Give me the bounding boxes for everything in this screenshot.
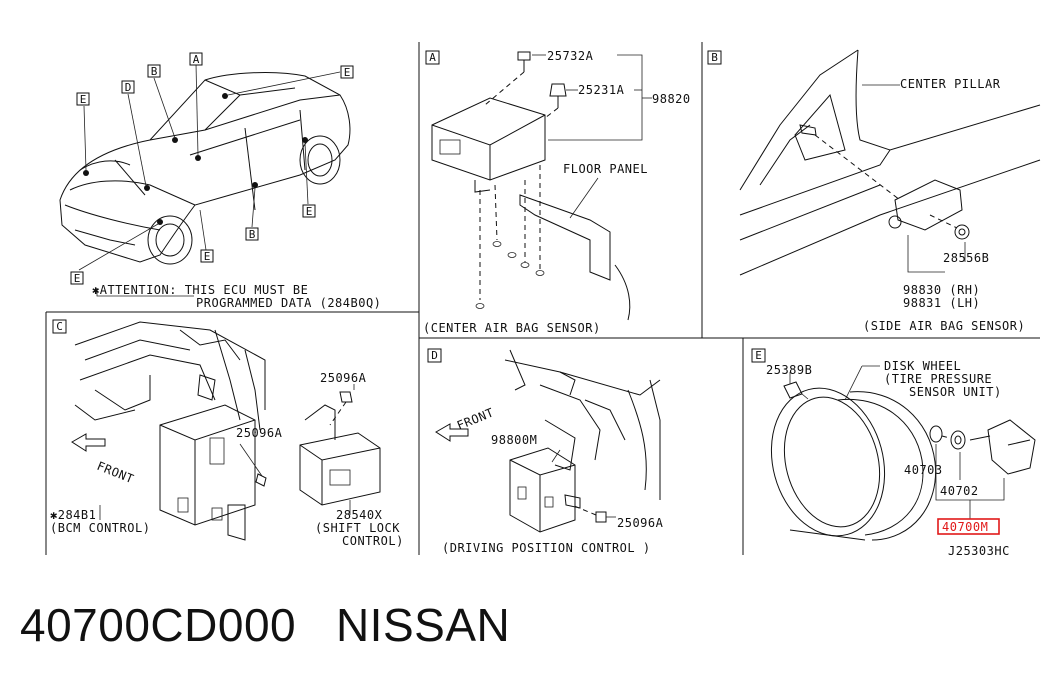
marker-e: E — [306, 205, 313, 218]
panel-e-marker: E — [755, 349, 762, 362]
parts-diagram: A B D E E E E E B ✱ATTENTION: THIS ECU M… — [45, 42, 1041, 558]
attention-line-2: PROGRAMMED DATA (284B0Q) — [196, 296, 381, 310]
attention-line-1: ✱ATTENTION: THIS ECU MUST BE — [92, 283, 308, 297]
part-98830-rh: 98830 (RH) — [903, 283, 980, 297]
panel-d-caption: (DRIVING POSITION CONTROL ) — [442, 541, 651, 555]
tire-pressure-label: (TIRE PRESSURE — [884, 372, 992, 386]
panel-a-marker: A — [429, 51, 436, 64]
center-pillar-label: CENTER PILLAR — [900, 77, 1001, 91]
shift-lock-caption-1: (SHIFT LOCK — [315, 521, 400, 535]
marker-a: A — [193, 53, 200, 66]
panel-b: B — [707, 49, 1041, 276]
part-caption: 40700CD000 NISSAN — [20, 598, 510, 652]
highlight-box — [937, 518, 1000, 535]
panel-d-marker: D — [431, 349, 438, 362]
marker-e: E — [80, 93, 87, 106]
part-28556b: 28556B — [943, 251, 989, 265]
part-98820: 98820 — [652, 92, 691, 106]
marker-e: E — [74, 272, 81, 285]
marker-b: B — [249, 228, 256, 241]
panel-c-marker: C — [56, 320, 63, 333]
part-25096a-c1: 25096A — [320, 371, 367, 385]
floor-panel-label: FLOOR PANEL — [563, 162, 648, 176]
brand-name: NISSAN — [335, 599, 511, 651]
sensor-unit-label: SENSOR UNIT) — [909, 385, 1002, 399]
part-25389b: 25389B — [766, 363, 812, 377]
car-overview — [59, 63, 351, 297]
part-40703: 40703 — [904, 463, 943, 477]
part-98800m: 98800M — [491, 433, 537, 447]
part-40700m: 40700M — [942, 520, 988, 534]
marker-e: E — [204, 250, 211, 263]
panel-a-caption: (CENTER AIR BAG SENSOR) — [423, 321, 601, 335]
panel-c: C — [52, 319, 381, 541]
bcm-control-caption: (BCM CONTROL) — [50, 521, 150, 535]
part-284b1: ✱284B1 — [50, 508, 96, 522]
shift-lock-caption-2: CONTROL) — [342, 534, 404, 548]
marker-e: E — [344, 66, 351, 79]
panel-a: A — [425, 50, 652, 321]
part-number: 40700CD000 — [20, 599, 297, 651]
part-25096a-c2: 25096A — [236, 426, 283, 440]
part-25732a: 25732A — [547, 49, 594, 63]
part-25096a-d: 25096A — [617, 516, 664, 530]
marker-d: D — [125, 81, 132, 94]
overview-markers: A B D E E E E E B — [70, 52, 354, 285]
panel-b-caption: (SIDE AIR BAG SENSOR) — [863, 319, 1025, 333]
panel-e: E — [751, 348, 1036, 541]
part-28540x: 28540X — [336, 508, 383, 522]
part-98831-lh: 98831 (LH) — [903, 296, 980, 310]
panel-b-marker: B — [711, 51, 718, 64]
part-25231a: 25231A — [578, 83, 625, 97]
disk-wheel-label: DISK WHEEL — [884, 359, 961, 373]
diagram-code: J25303HC — [948, 544, 1010, 558]
front-label-d: FRONT — [455, 405, 496, 432]
marker-b: B — [151, 65, 158, 78]
panel-grid — [45, 42, 1040, 555]
part-40702: 40702 — [940, 484, 979, 498]
front-label-c: FRONT — [95, 459, 136, 486]
panel-d: D — [427, 348, 661, 533]
